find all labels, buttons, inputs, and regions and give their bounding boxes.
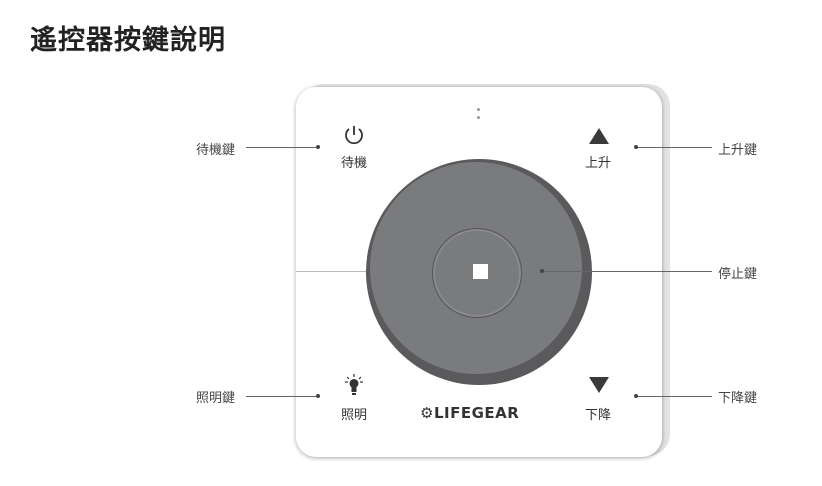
leader-point [634, 145, 638, 149]
leader-point [316, 145, 320, 149]
leader-point [540, 269, 544, 273]
up-arrow-icon[interactable] [588, 127, 610, 145]
callout-down: 下降鍵 [718, 391, 758, 406]
callout-stop: 停止鍵 [718, 267, 758, 282]
stop-icon [473, 264, 488, 279]
indicator-dot [477, 116, 480, 119]
leader-point [316, 394, 320, 398]
leader-line [246, 147, 318, 148]
indicator-dot [477, 108, 480, 111]
leader-line [246, 396, 318, 397]
page-title: 遙控器按鍵說明 [30, 25, 226, 56]
power-icon[interactable] [343, 124, 365, 146]
divider [296, 271, 368, 272]
light-bulb-icon[interactable] [344, 374, 364, 396]
down-arrow-icon[interactable] [588, 376, 610, 394]
standby-button-label: 待機 [341, 156, 368, 171]
callout-up: 上升鍵 [718, 143, 758, 158]
up-button-label: 上升 [585, 156, 612, 171]
brand-logo: ⚙LIFEGEAR [420, 404, 520, 422]
leader-point [634, 394, 638, 398]
leader-line [636, 147, 712, 148]
leader-line [542, 271, 712, 272]
callout-light: 照明鍵 [196, 391, 236, 406]
leader-line [636, 396, 712, 397]
light-button-label: 照明 [341, 408, 368, 423]
down-button-label: 下降 [585, 408, 612, 423]
gear-logo-icon: ⚙ [420, 404, 434, 422]
callout-standby: 待機鍵 [196, 143, 236, 158]
